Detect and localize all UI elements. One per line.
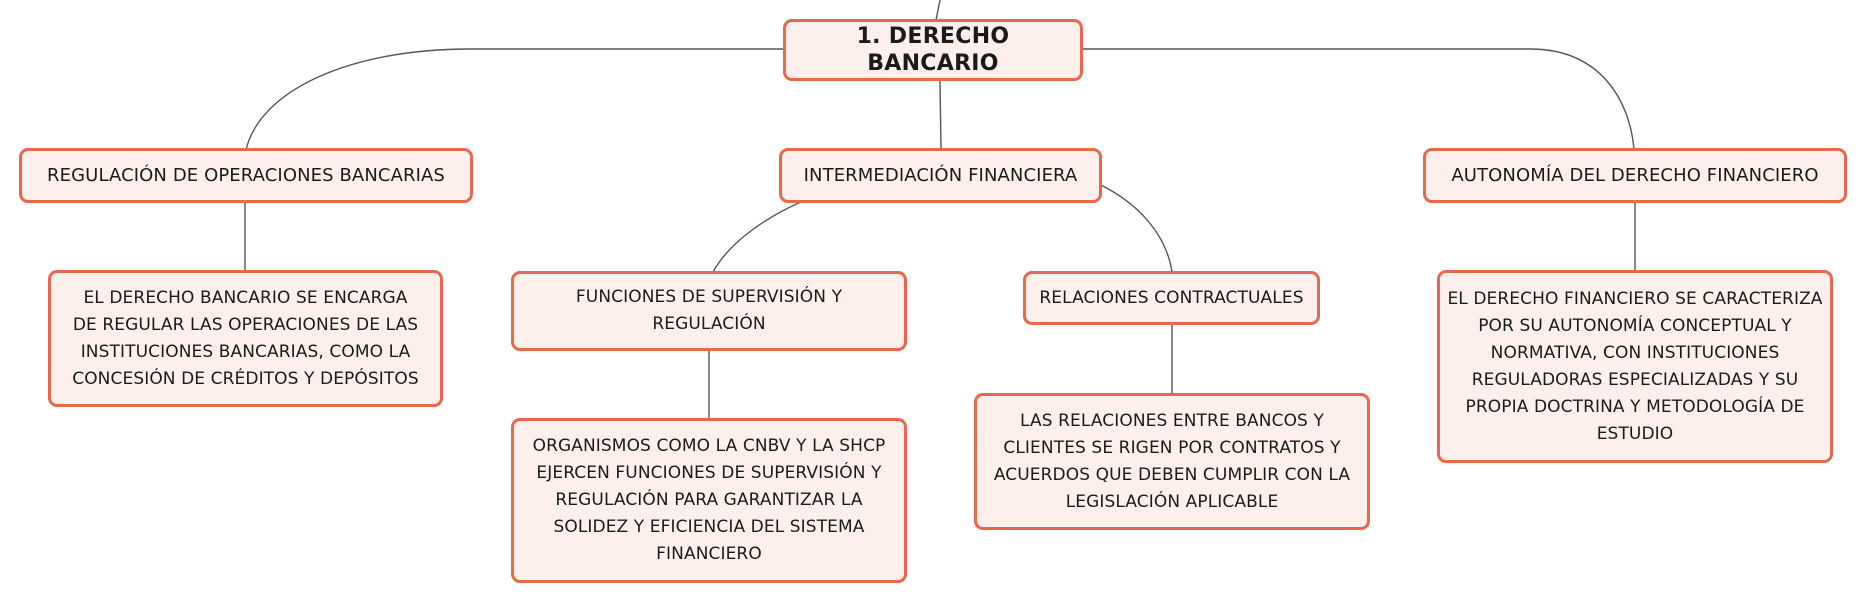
topic-intermediacion-node[interactable]: INTERMEDIACIÓN FINANCIERA <box>779 148 1102 203</box>
connector-parent-to-root <box>935 0 941 21</box>
topic-autonomia-node[interactable]: AUTONOMÍA DEL DERECHO FINANCIERO <box>1423 148 1847 203</box>
topic-intermediacion-label: INTERMEDIACIÓN FINANCIERA <box>803 165 1078 186</box>
connector-root-to-intermediacion <box>939 79 942 151</box>
topic-autonomia-label: AUTONOMÍA DEL DERECHO FINANCIERO <box>1451 165 1819 186</box>
detail-regulacion-node[interactable]: EL DERECHO BANCARIO SE ENCARGA DE REGULA… <box>48 270 443 407</box>
detail-autonomia-node[interactable]: EL DERECHO FINANCIERO SE CARACTERIZA POR… <box>1437 270 1833 463</box>
subtopic-funciones-label: FUNCIONES DE SUPERVISIÓN Y REGULACIÓN <box>575 287 843 334</box>
detail-funciones-node[interactable]: ORGANISMOS COMO LA CNBV Y LA SHCP EJERCE… <box>511 418 907 583</box>
topic-regulacion-label: REGULACIÓN DE OPERACIONES BANCARIAS <box>47 165 445 186</box>
detail-relaciones-node[interactable]: LAS RELACIONES ENTRE BANCOS Y CLIENTES S… <box>974 393 1370 530</box>
connector-intermediacion-to-relaciones <box>1100 184 1173 273</box>
connector-intermediacion-to-funciones <box>712 200 804 273</box>
detail-relaciones-text: LAS RELACIONES ENTRE BANCOS Y CLIENTES S… <box>993 410 1351 512</box>
connector-root-to-autonomia <box>1082 48 1635 151</box>
connector-root-to-regulacion <box>245 48 783 151</box>
subtopic-funciones-node[interactable]: FUNCIONES DE SUPERVISIÓN Y REGULACIÓN <box>511 271 907 351</box>
subtopic-relaciones-label: RELACIONES CONTRACTUALES <box>1039 287 1304 308</box>
detail-funciones-text: ORGANISMOS COMO LA CNBV Y LA SHCP EJERCE… <box>532 436 886 564</box>
subtopic-relaciones-node[interactable]: RELACIONES CONTRACTUALES <box>1023 271 1320 325</box>
root-node-label: 1. DERECHO BANCARIO <box>856 24 1010 76</box>
topic-regulacion-node[interactable]: REGULACIÓN DE OPERACIONES BANCARIAS <box>19 148 473 203</box>
detail-regulacion-text: EL DERECHO BANCARIO SE ENCARGA DE REGULA… <box>72 287 419 389</box>
detail-autonomia-text: EL DERECHO FINANCIERO SE CARACTERIZA POR… <box>1447 288 1823 444</box>
root-node[interactable]: 1. DERECHO BANCARIO <box>783 19 1083 81</box>
